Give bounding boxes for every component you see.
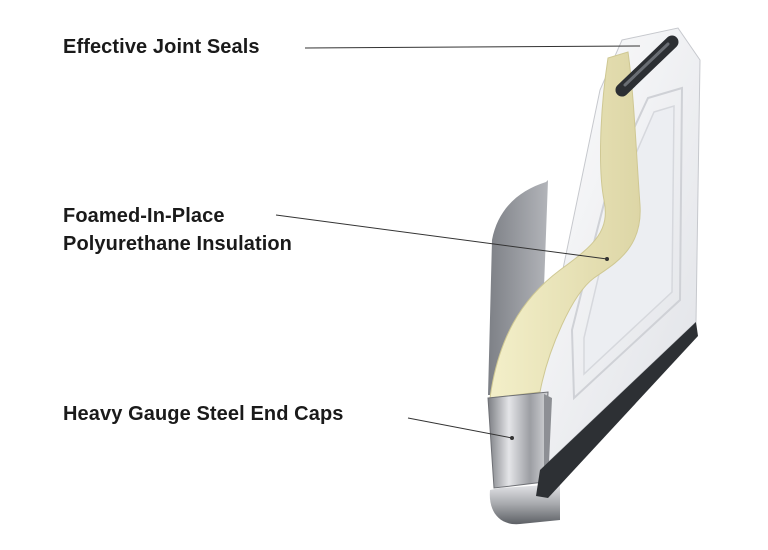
leader-line-joint-seals xyxy=(304,45,641,49)
polyurethane-foam-core xyxy=(489,51,641,399)
leader-line-end-caps xyxy=(407,417,513,439)
label-insulation-line1: Foamed-In-Place xyxy=(63,205,225,227)
steel-end-cap xyxy=(487,391,549,489)
joint-seal-highlight xyxy=(623,42,670,87)
leader-dot-insulation xyxy=(605,257,609,261)
leader-line-insulation xyxy=(275,214,608,260)
label-end-caps: Heavy Gauge Steel End Caps xyxy=(63,403,344,425)
label-joint-seals: Effective Joint Seals xyxy=(63,36,260,58)
leader-dot-end-caps xyxy=(510,436,514,440)
label-insulation-line2: Polyurethane Insulation xyxy=(63,233,292,255)
bottom-weather-strip xyxy=(536,322,698,498)
end-cap-flange xyxy=(544,394,552,484)
